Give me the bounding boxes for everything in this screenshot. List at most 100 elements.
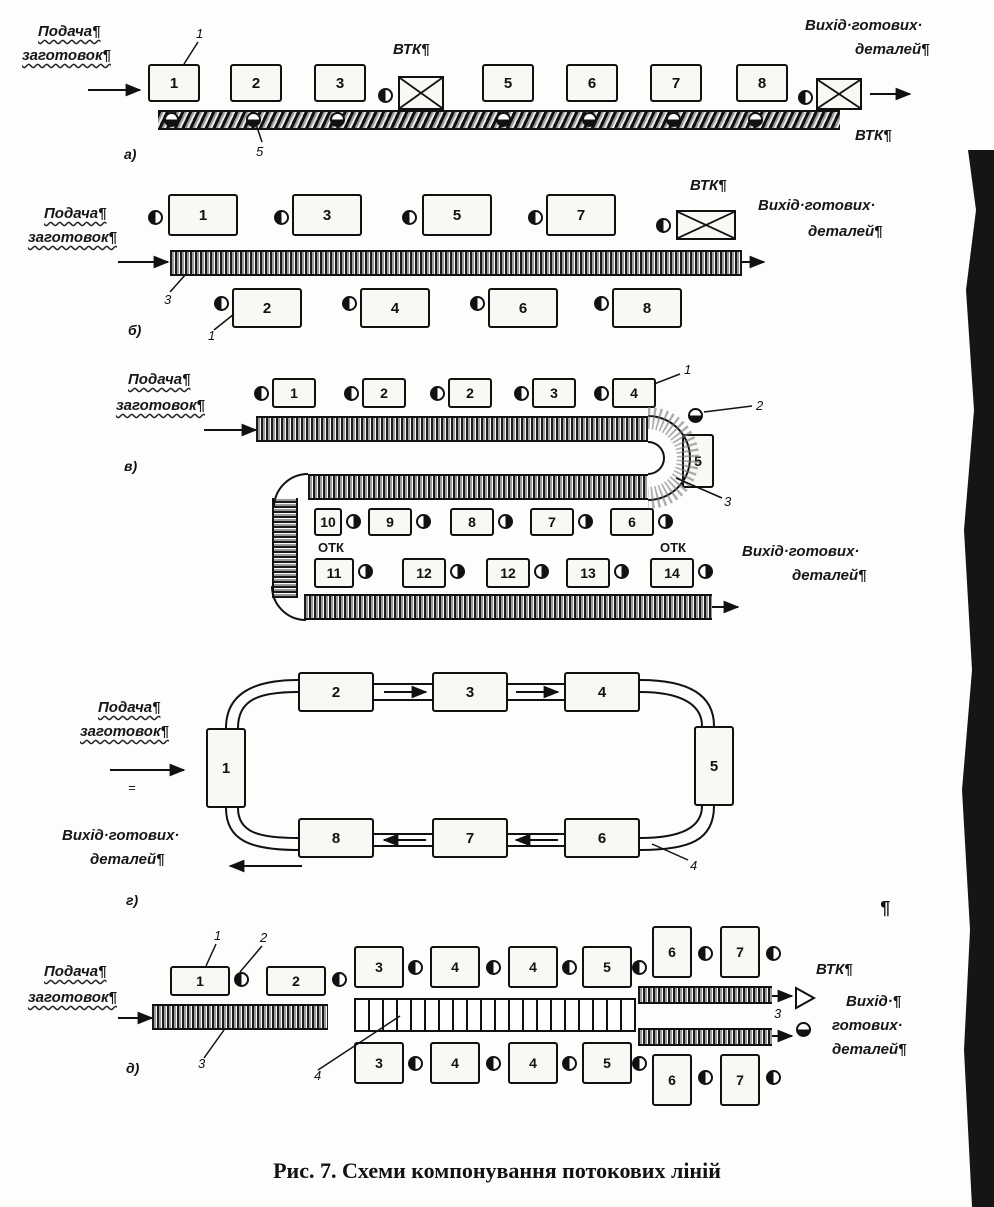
operator-icon — [528, 210, 543, 225]
output-label-b2: деталей¶ — [808, 223, 883, 240]
output-label-a2: деталей¶ — [855, 41, 930, 58]
workstation-a-2: 2 — [230, 64, 282, 102]
supply-label-g: Подача¶ — [98, 698, 160, 718]
conveyor-v-middle — [308, 474, 648, 500]
operator-icon — [688, 408, 703, 423]
blanks-text: заготовок¶ — [80, 723, 169, 740]
blanks-label-v: заготовок¶ — [116, 396, 205, 416]
subfigure-label-a: а) — [124, 146, 137, 162]
blanks-label-d: заготовок¶ — [28, 988, 117, 1008]
operator-icon — [798, 90, 813, 105]
loop-conveyor — [225, 679, 715, 851]
conveyor-v-upper — [256, 416, 648, 442]
conveyor-turn-left — [273, 473, 309, 509]
operator-icon — [416, 514, 431, 529]
output-label-v1: Вихід·готових· — [742, 543, 860, 560]
operator-icon — [632, 960, 647, 975]
subfigure-label-g: г) — [126, 892, 139, 908]
supply-text: Подача¶ — [128, 371, 191, 388]
qc-label-a1: ВТК¶ — [393, 41, 430, 58]
callout-number: 3 — [198, 1056, 206, 1071]
output-label-b1: Вихід·готових· — [758, 197, 876, 214]
supply-text: Подача¶ — [98, 699, 161, 716]
blanks-label-g: заготовок¶ — [80, 722, 169, 742]
operator-icon — [658, 514, 673, 529]
workstation-d-top-6: 6 — [652, 926, 692, 978]
callout-number: 3 — [164, 292, 172, 307]
workstation-d-bottom-5: 5 — [582, 1042, 632, 1084]
workstation-v-8: 8 — [450, 508, 494, 536]
operator-icon — [274, 210, 289, 225]
operator-icon — [402, 210, 417, 225]
blanks-text: заготовок¶ — [28, 229, 117, 246]
qc-label-d: ВТК¶ — [816, 961, 853, 978]
callout-number: 1 — [208, 328, 216, 343]
workstation-v-1: 1 — [272, 378, 316, 408]
workstation-b-3: 3 — [292, 194, 362, 236]
workstation-a-7: 7 — [650, 64, 702, 102]
operator-icon — [332, 972, 347, 987]
workstation-v-4: 4 — [612, 378, 656, 408]
blanks-text: заготовок¶ — [116, 397, 205, 414]
supply-text: Подача¶ — [44, 963, 107, 980]
workstation-d-bottom-4: 4 — [430, 1042, 480, 1084]
workstation-g-1: 1 — [206, 728, 246, 808]
conveyor-d-lower — [638, 1028, 772, 1046]
conveyor-turn-right — [647, 415, 691, 501]
workstation-d-top-4: 4 — [430, 946, 480, 988]
operator-icon — [408, 960, 423, 975]
conveyor-v-lower — [304, 594, 712, 620]
callout-number: 3 — [724, 494, 732, 509]
operator-icon — [498, 514, 513, 529]
output-label-d1: Вихід·¶ — [846, 993, 902, 1010]
workstation-b-5: 5 — [422, 194, 492, 236]
supply-text: Подача¶ — [44, 205, 107, 222]
conveyor-b — [170, 250, 742, 276]
workstation-v-7: 7 — [530, 508, 574, 536]
workstation-d-top-7: 7 — [720, 926, 760, 978]
qc-label-b: ВТК¶ — [690, 177, 727, 194]
subfigure-label-b: б) — [128, 322, 142, 338]
workstation-d-2: 2 — [266, 966, 326, 996]
accumulator-d — [354, 998, 636, 1032]
callout-leaders — [169, 41, 753, 1071]
operator-icon — [698, 564, 713, 579]
workstation-a-5: 5 — [482, 64, 534, 102]
operator-icon — [378, 88, 393, 103]
workstation-v-12b: 12 — [486, 558, 530, 588]
workstation-d-bottom-6: 6 — [652, 1054, 692, 1106]
output-label-d2: готових· — [832, 1017, 903, 1034]
workstation-d-top-3: 3 — [354, 946, 404, 988]
operator-icon — [148, 210, 163, 225]
workstation-b-2: 2 — [232, 288, 302, 328]
supply-label-a: Подача¶ — [38, 22, 100, 42]
operator-icon — [594, 386, 609, 401]
workstation-v-2b: 2 — [448, 378, 492, 408]
qc-triangle — [795, 986, 817, 1010]
scan-edge — [962, 150, 994, 1207]
flow-arrows — [88, 83, 912, 1043]
workstation-v-10: 10 — [314, 508, 342, 536]
workstation-d-bottom-3: 3 — [354, 1042, 404, 1084]
workstation-v-14: 14 — [650, 558, 694, 588]
operator-icon — [632, 1056, 647, 1071]
workstation-d-top-5: 5 — [582, 946, 632, 988]
workstation-b-4: 4 — [360, 288, 430, 328]
figure-caption: Рис. 7. Схеми компонування потокових лін… — [273, 1158, 721, 1183]
operator-icon — [666, 112, 681, 127]
callout-number: 1 — [196, 26, 204, 41]
operator-icon — [496, 112, 511, 127]
workstation-g-6: 6 — [564, 818, 640, 858]
operator-icon — [766, 946, 781, 961]
workstation-d-bottom-4b: 4 — [508, 1042, 558, 1084]
workstation-v-3: 3 — [532, 378, 576, 408]
operator-icon — [562, 1056, 577, 1071]
workstation-v-2: 2 — [362, 378, 406, 408]
blanks-text: заготовок¶ — [22, 47, 111, 64]
operator-icon — [408, 1056, 423, 1071]
operator-icon — [614, 564, 629, 579]
operator-icon — [470, 296, 485, 311]
qc-label-a2: ВТК¶ — [855, 127, 892, 144]
workstation-g-4: 4 — [564, 672, 640, 712]
